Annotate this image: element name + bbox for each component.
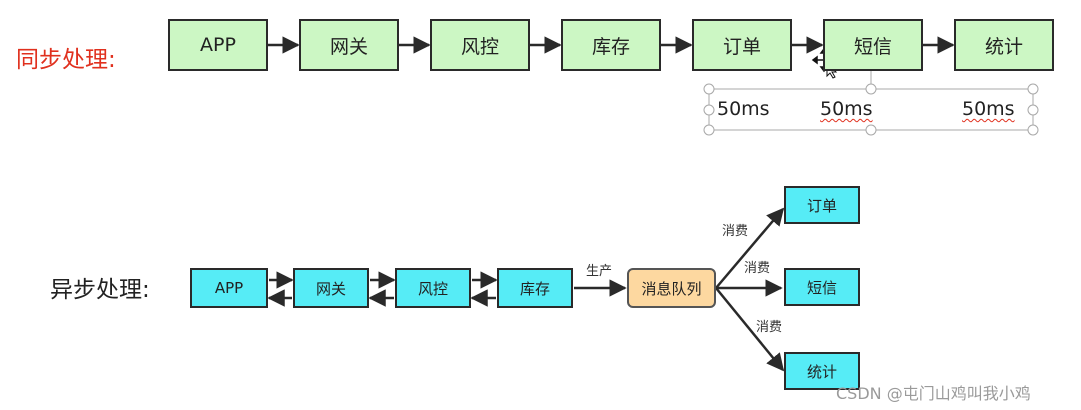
sync-title: 同步处理: (16, 47, 116, 73)
consume-label-stats: 消费 (756, 320, 783, 335)
watermark: CSDN @屯门山鸡叫我小鸡 (836, 384, 1031, 403)
async-node-inventory[interactable]: 库存 (497, 268, 573, 308)
async-node-gateway[interactable]: 网关 (293, 268, 369, 308)
sync-node-order[interactable]: 订单 (692, 19, 792, 71)
async-node-order[interactable]: 订单 (784, 186, 860, 224)
sync-node-risk[interactable]: 风控 (430, 19, 530, 71)
sync-node-sms[interactable]: 短信 (823, 19, 923, 71)
async-node-stats[interactable]: 统计 (784, 352, 860, 390)
timing-label-1[interactable]: 50ms (717, 98, 770, 120)
consume-label-order: 消费 (722, 224, 749, 239)
timing-label-2[interactable]: 50ms (820, 98, 873, 120)
sync-node-inventory[interactable]: 库存 (561, 19, 661, 71)
async-title: 异步处理: (50, 277, 150, 303)
consume-label-sms: 消费 (744, 261, 771, 276)
sync-node-stats[interactable]: 统计 (954, 19, 1054, 71)
sync-node-gateway[interactable]: 网关 (299, 19, 399, 71)
message-queue-node[interactable]: 消息队列 (627, 268, 716, 308)
timing-label-3[interactable]: 50ms (962, 98, 1015, 120)
async-node-risk[interactable]: 风控 (395, 268, 471, 308)
async-node-sms[interactable]: 短信 (784, 268, 860, 306)
async-arrows (267, 207, 785, 372)
produce-label: 生产 (586, 264, 613, 279)
sync-node-app[interactable]: APP (168, 19, 268, 71)
async-node-app[interactable]: APP (190, 268, 268, 308)
